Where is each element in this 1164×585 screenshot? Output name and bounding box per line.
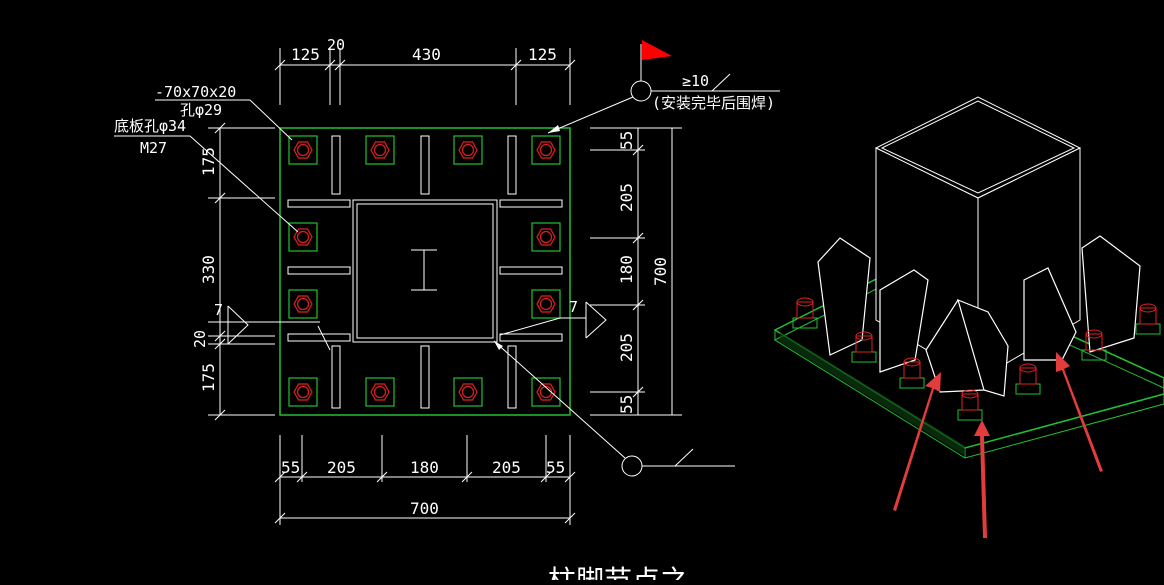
bolt-icon (1015, 363, 1041, 395)
dim-left-330: 330 (199, 255, 218, 284)
dim-top-20: 20 (327, 36, 345, 54)
dim-bottom-700: 700 (410, 499, 439, 518)
note-base-hole: 底板孔φ34 (114, 117, 186, 135)
dim-top-125-right: 125 (528, 45, 557, 64)
bolt-icon (288, 377, 318, 407)
dim-left-20: 20 (191, 330, 209, 348)
top-dimension: 125 20 430 125 (274, 36, 576, 105)
dim-left-175-top: 175 (199, 147, 218, 176)
dim-left-175-bottom: 175 (199, 363, 218, 392)
dim-bottom-205-left: 205 (327, 458, 356, 477)
bottom-dimension: 55 205 180 205 55 700 (274, 435, 576, 525)
arrow-icon (974, 420, 990, 538)
dim-bottom-180: 180 (410, 458, 439, 477)
arrow-icon (1056, 352, 1103, 472)
isometric-view (773, 96, 1164, 538)
bolt-icon (957, 389, 983, 421)
note-washer: -70x70x20 (155, 83, 236, 101)
dim-right-205-top: 205 (617, 183, 636, 212)
dim-right-180: 180 (617, 255, 636, 284)
bolt-icon (365, 377, 395, 407)
base-plate-plan (279, 127, 571, 416)
flag-icon (642, 40, 672, 60)
dim-top-430: 430 (412, 45, 441, 64)
bolt-icon (531, 135, 561, 165)
bolt-icon (531, 377, 561, 407)
section-marks: 7 7 (208, 298, 607, 345)
column-box-outer (352, 199, 498, 343)
dim-right-205-bottom: 205 (617, 333, 636, 362)
bolt-icon (288, 222, 318, 252)
bolt-icon (899, 357, 925, 389)
bolt-icon (1081, 329, 1107, 361)
drawing-title: 柱脚节点之 (548, 564, 688, 580)
note-weld-size: ≥10 (682, 72, 709, 90)
left-dimension: 175 330 20 175 (191, 122, 275, 421)
dim-right-55-bottom: 55 (617, 395, 636, 414)
section-mark-left: 7 (214, 301, 223, 319)
bolt-icon (453, 377, 483, 407)
dim-bottom-55-left: 55 (281, 458, 300, 477)
weld-notes: ≥10 (安装完毕后围焊) (317, 40, 780, 477)
stiffeners (287, 135, 563, 409)
section-mark-right: 7 (569, 298, 578, 316)
leader-notes: -70x70x20 孔φ29 底板孔φ34 M27 (114, 83, 299, 233)
note-bolt-size: M27 (140, 139, 167, 157)
iso-ribs (817, 235, 1141, 397)
iso-bolts (792, 297, 1161, 421)
arrow-icon (893, 372, 941, 511)
right-dimension: 55 205 180 205 55 700 (590, 127, 682, 416)
bolt-icon (1135, 303, 1161, 335)
note-washer-hole: 孔φ29 (180, 101, 222, 119)
column-box-inner (356, 203, 494, 339)
bolt-icon (453, 135, 483, 165)
i-beam-icon (411, 249, 437, 291)
bolt-icon (531, 289, 561, 319)
bolt-icon (531, 222, 561, 252)
bolt-icon (288, 135, 318, 165)
dim-bottom-205-right: 205 (492, 458, 521, 477)
bolt-icon (792, 297, 818, 329)
bolt-icon (288, 289, 318, 319)
dim-bottom-55-right: 55 (546, 458, 565, 477)
bolt-icon (851, 331, 877, 363)
base-plate-outline (279, 127, 571, 416)
dim-right-700: 700 (651, 257, 670, 286)
dim-top-125-left: 125 (291, 45, 320, 64)
note-weld-instruction: (安装完毕后围焊) (652, 94, 775, 112)
bolt-icon (365, 135, 395, 165)
dim-right-55-top: 55 (617, 131, 636, 150)
red-arrows (893, 352, 1103, 538)
